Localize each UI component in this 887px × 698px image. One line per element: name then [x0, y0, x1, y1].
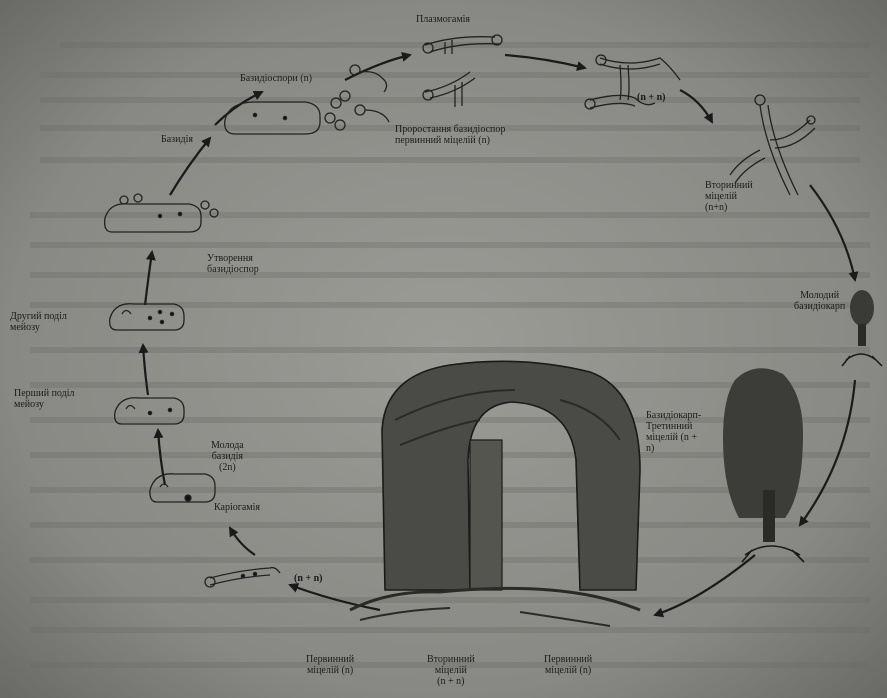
label-plasmogamy: Плазмогамія — [416, 14, 470, 25]
label-first-meiosis: Перший поділ мейозу — [14, 388, 74, 410]
label-primary-mycelium-right: Первинний міцелій (n) — [544, 654, 592, 676]
label-secondary-mycelium-right: Вторинний міцелій (n+n) — [705, 180, 753, 213]
label-young-basidiocarp: Молодий базидіокарп — [794, 290, 845, 312]
label-basidiospores: Базидіоспори (n) — [240, 73, 312, 84]
label-germination: Проростання базидіоспор первинний міцелі… — [395, 124, 505, 146]
label-nn-top: (n + n) — [637, 92, 665, 103]
label-primary-mycelium-left: Первинний міцелій (n) — [306, 654, 354, 676]
label-young-basidium: Молода базидія (2n) — [211, 440, 244, 473]
label-nn-bottom: (n + n) — [294, 573, 322, 584]
bleed-text-1 — [180, 43, 185, 61]
label-karyogamy: Каріогамія — [214, 502, 260, 513]
label-basidiocarp-tertiary: Базидіокарп- Третинний міцелій (n + n) — [646, 410, 701, 454]
label-basidiospore-formation: Утворення базидіоспор — [207, 253, 259, 275]
basidiocarp-cross-section — [350, 361, 640, 626]
label-basidium: Базидія — [161, 134, 193, 145]
label-secondary-mycelium-bottom: Вторинний міцелій (n + n) — [427, 654, 475, 687]
label-second-meiosis: Другий поділ мейозу — [10, 311, 67, 333]
